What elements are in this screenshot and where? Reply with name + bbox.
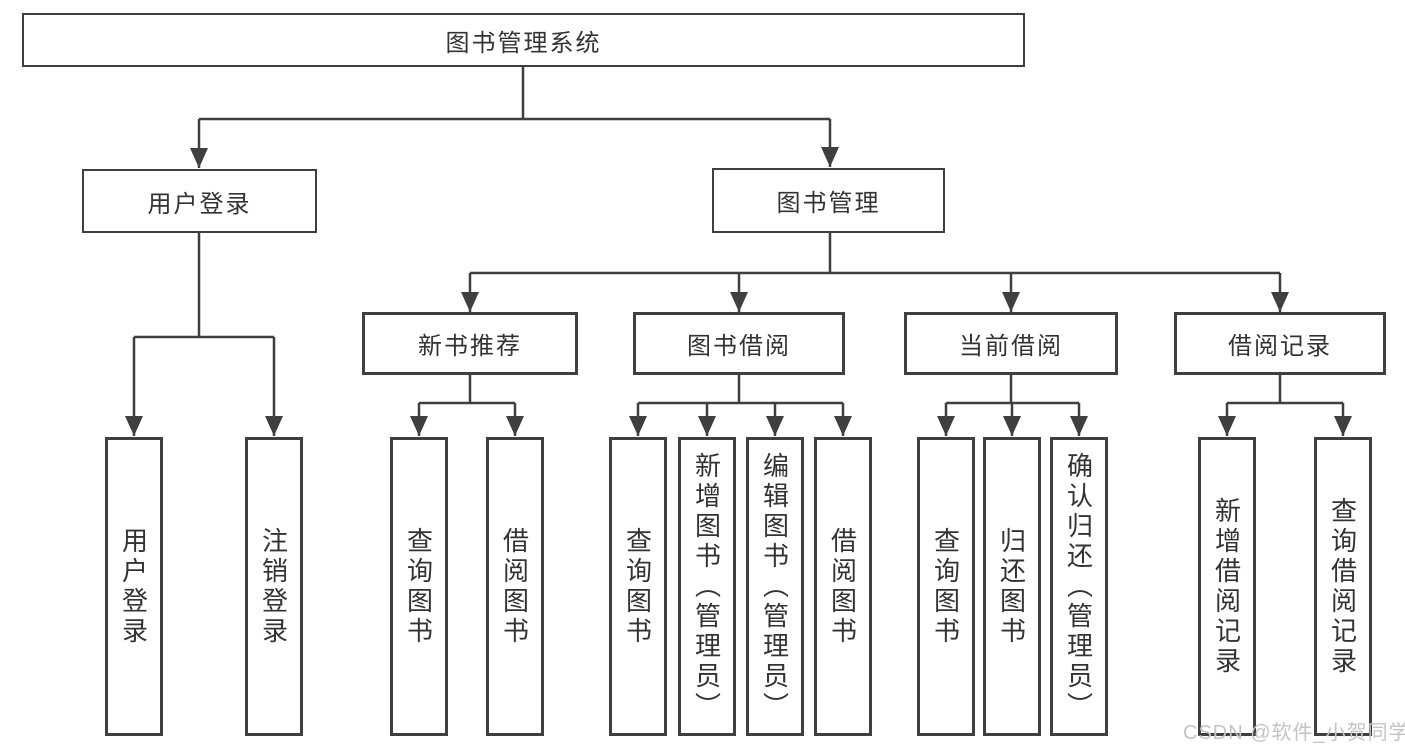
node-current-borrow: 当前借阅 xyxy=(904,312,1118,375)
leaf-borrow-borrow-books: 借阅图书 xyxy=(814,437,872,736)
watermark: CSDN @软件_小贺同学 xyxy=(1183,722,1405,744)
leaf-records-query-record: 查询借阅记录 xyxy=(1314,437,1372,736)
leaf-borrow-add-books-admin: 新增图书（管理员） xyxy=(678,437,736,736)
node-user-login: 用户登录 xyxy=(82,169,317,233)
leaf-borrow-edit-books-admin: 编辑图书（管理员） xyxy=(746,437,804,736)
leaf-user-login: 用户登录 xyxy=(105,437,163,736)
node-root: 图书管理系统 xyxy=(22,13,1025,67)
node-borrow-records: 借阅记录 xyxy=(1174,312,1386,375)
connector-arrows xyxy=(125,119,1352,436)
node-book-borrow: 图书借阅 xyxy=(633,312,845,375)
leaf-newbooks-borrow-books: 借阅图书 xyxy=(486,437,544,736)
node-book-management: 图书管理 xyxy=(712,168,945,233)
leaf-current-return-books: 归还图书 xyxy=(983,437,1041,736)
connector-trunks xyxy=(134,67,1343,405)
leaf-records-add-record: 新增借阅记录 xyxy=(1198,437,1256,736)
node-new-book-recommend: 新书推荐 xyxy=(362,312,578,375)
leaf-logout: 注销登录 xyxy=(245,437,303,736)
leaf-current-confirm-return-admin: 确认归还（管理员） xyxy=(1050,437,1108,736)
leaf-newbooks-query-books: 查询图书 xyxy=(390,437,448,736)
leaf-current-query-books: 查询图书 xyxy=(917,437,975,736)
leaf-borrow-query-books: 查询图书 xyxy=(609,437,667,736)
